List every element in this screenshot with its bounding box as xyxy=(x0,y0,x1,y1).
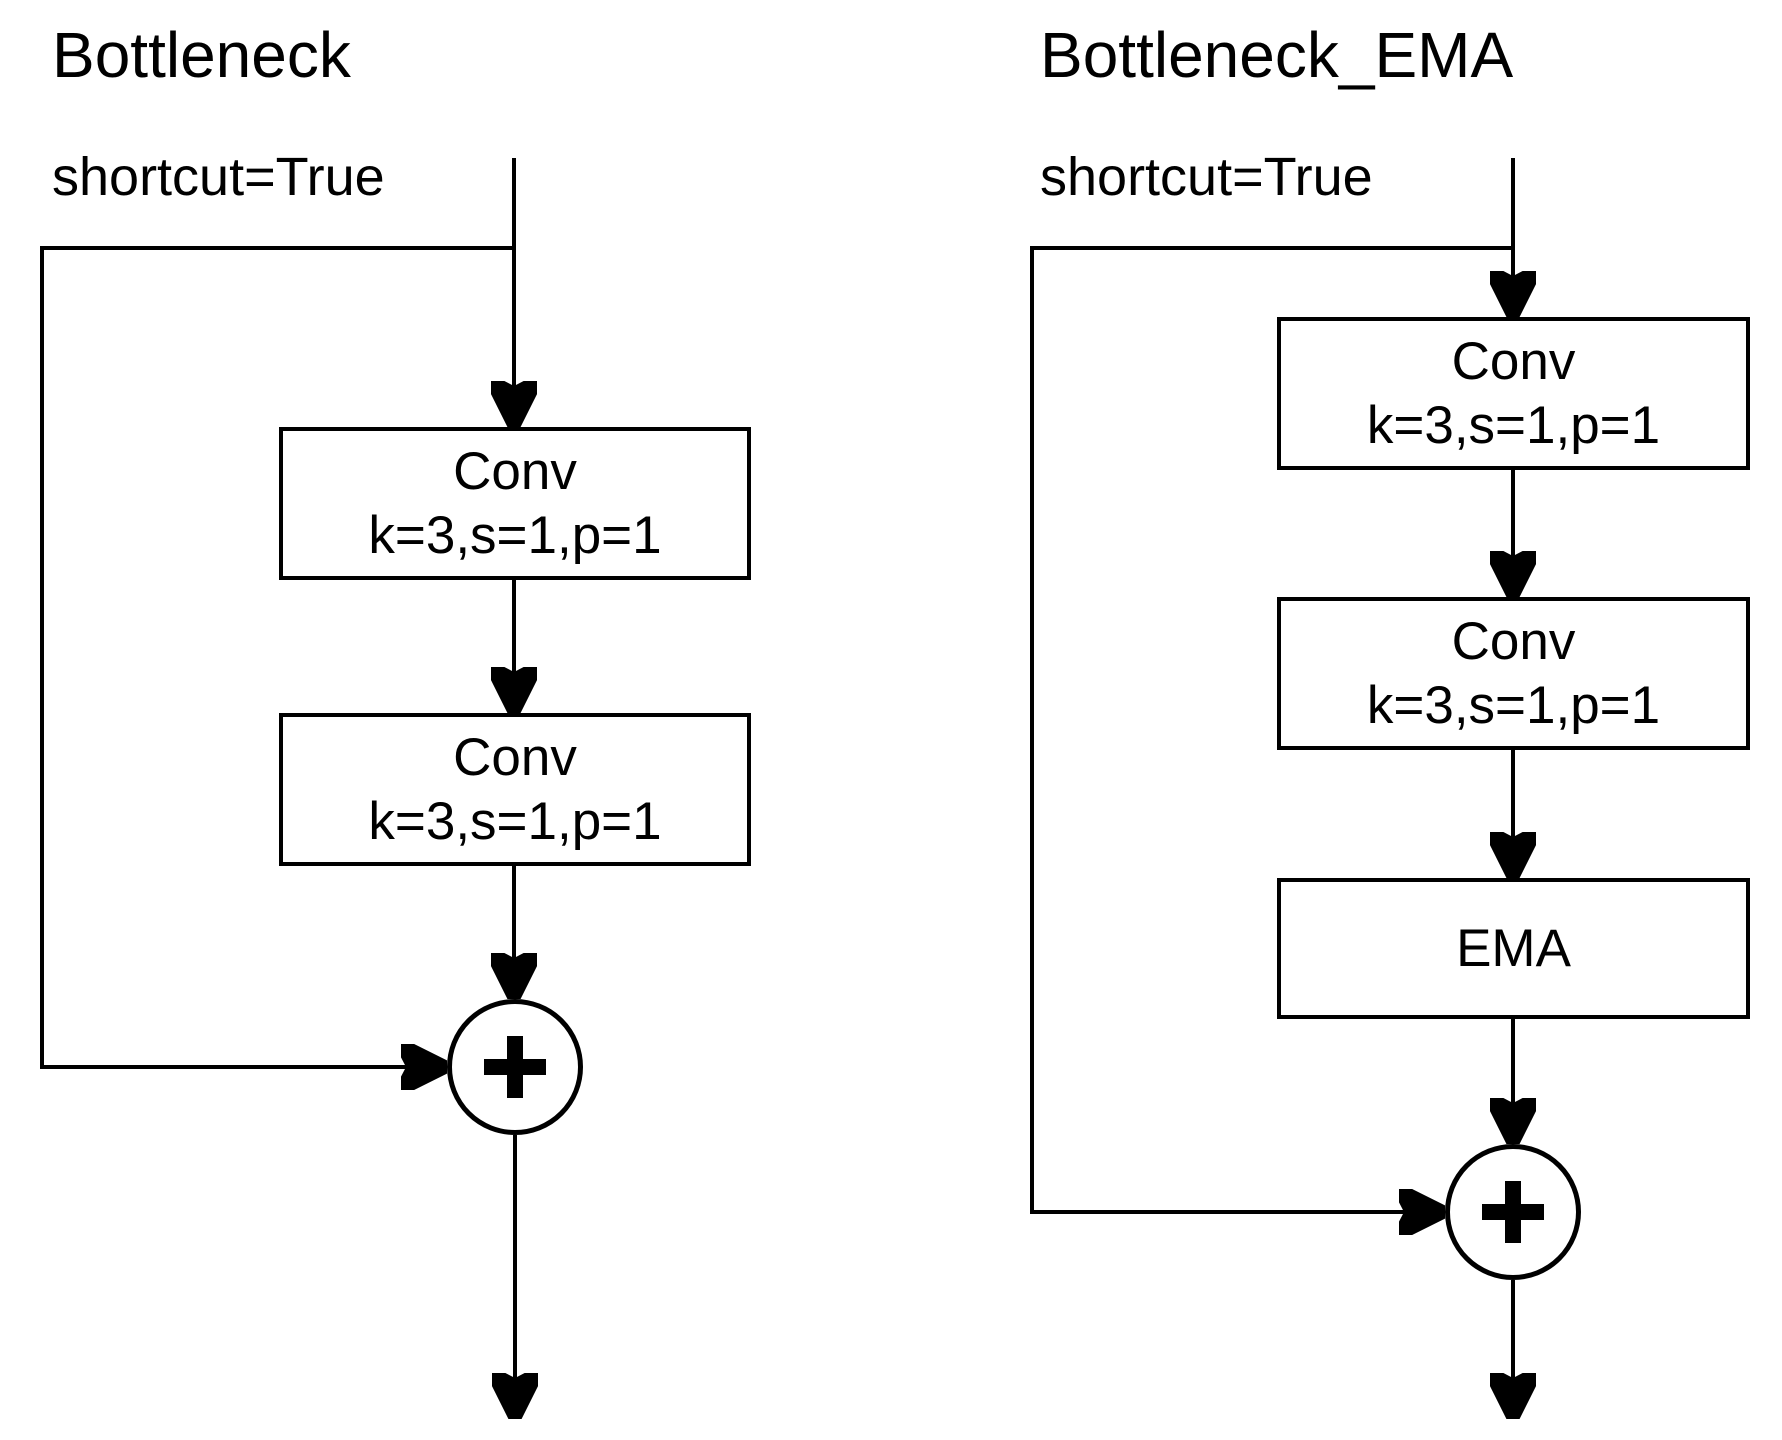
left-shortcut-path xyxy=(40,246,514,1067)
left-diagram-title: Bottleneck xyxy=(52,19,351,91)
plus-icon xyxy=(452,1004,578,1130)
left-add-node xyxy=(447,999,583,1135)
right-conv2-params: k=3,s=1,p=1 xyxy=(1366,675,1661,735)
right-shortcut-label: shortcut=True xyxy=(1040,147,1373,207)
right-conv1-box: Conv k=3,s=1,p=1 xyxy=(1277,317,1750,470)
right-conv2-box: Conv k=3,s=1,p=1 xyxy=(1277,597,1750,750)
left-conv2-box: Conv k=3,s=1,p=1 xyxy=(279,713,751,866)
right-diagram-title: Bottleneck_EMA xyxy=(1040,19,1514,91)
right-add-node xyxy=(1445,1144,1581,1280)
left-conv1-params: k=3,s=1,p=1 xyxy=(368,505,662,565)
left-conv1-name: Conv xyxy=(453,441,577,501)
left-conv2-name: Conv xyxy=(453,727,577,787)
right-ema-box: EMA xyxy=(1277,878,1750,1019)
right-conv1-name: Conv xyxy=(1451,331,1576,391)
left-conv1-box: Conv k=3,s=1,p=1 xyxy=(279,427,751,580)
plus-icon xyxy=(1450,1149,1576,1275)
right-shortcut-path xyxy=(1030,246,1513,1212)
right-conv1-params: k=3,s=1,p=1 xyxy=(1366,395,1661,455)
left-shortcut-label: shortcut=True xyxy=(52,147,385,207)
right-ema-name: EMA xyxy=(1456,918,1571,978)
right-conv2-name: Conv xyxy=(1451,611,1576,671)
left-conv2-params: k=3,s=1,p=1 xyxy=(368,791,662,851)
